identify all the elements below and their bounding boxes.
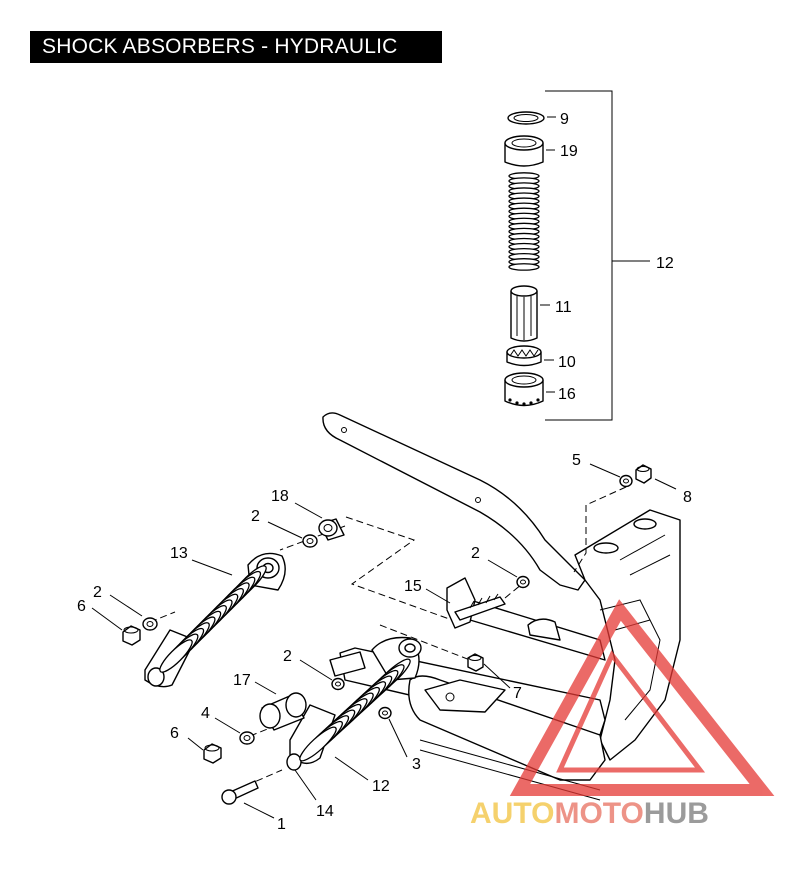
adjuster-cam-10 (507, 346, 554, 366)
callout-12-top: 12 (656, 255, 674, 272)
callout-12-bottom: 12 (372, 778, 390, 795)
bolt-1 (222, 781, 258, 804)
bushing-18 (319, 519, 344, 540)
callout-2-b: 2 (93, 584, 102, 601)
callout-13: 13 (170, 545, 188, 562)
callout-19: 19 (560, 143, 578, 160)
callout-5: 5 (572, 452, 581, 469)
washer-5 (620, 476, 632, 487)
callout-18: 18 (271, 488, 289, 505)
washer-2-left (143, 618, 157, 630)
callout-9: 9 (560, 111, 569, 128)
callout-8: 8 (683, 489, 692, 506)
nut-8 (636, 465, 651, 483)
washer-2-mid (332, 679, 344, 690)
spring-adjuster-16 (505, 373, 555, 406)
callout-7: 7 (513, 685, 522, 702)
callout-2-a: 2 (251, 508, 260, 525)
spring-coil-turn (509, 264, 539, 270)
nut-6-left (123, 626, 140, 645)
callout-14: 14 (316, 803, 334, 820)
washer-2-right (517, 577, 529, 588)
callout-11: 11 (555, 299, 572, 316)
shock-absorber-13 (145, 553, 285, 686)
callout-4: 4 (201, 705, 210, 722)
callout-2-d: 2 (283, 648, 292, 665)
callout-6-b: 6 (170, 725, 179, 742)
callout-17: 17 (233, 672, 251, 689)
spring-guide-11 (511, 286, 550, 341)
callout-3: 3 (412, 756, 421, 773)
callout-16: 16 (558, 386, 576, 403)
callout-10: 10 (558, 354, 576, 371)
washer-4 (240, 732, 254, 744)
callout-1: 1 (277, 816, 286, 833)
spring-coil (509, 173, 539, 270)
watermark-auto: AUTOMOTOHUB (470, 797, 709, 830)
callout-15: 15 (404, 578, 422, 595)
washer-3 (379, 708, 391, 719)
spring-cup-19 (505, 136, 555, 166)
callout-2-c: 2 (471, 545, 480, 562)
nut-6-lower (204, 744, 221, 763)
washer-2-top (303, 535, 317, 547)
callout-6-a: 6 (77, 598, 86, 615)
retaining-ring-9 (508, 112, 556, 124)
nut-7 (468, 654, 483, 671)
